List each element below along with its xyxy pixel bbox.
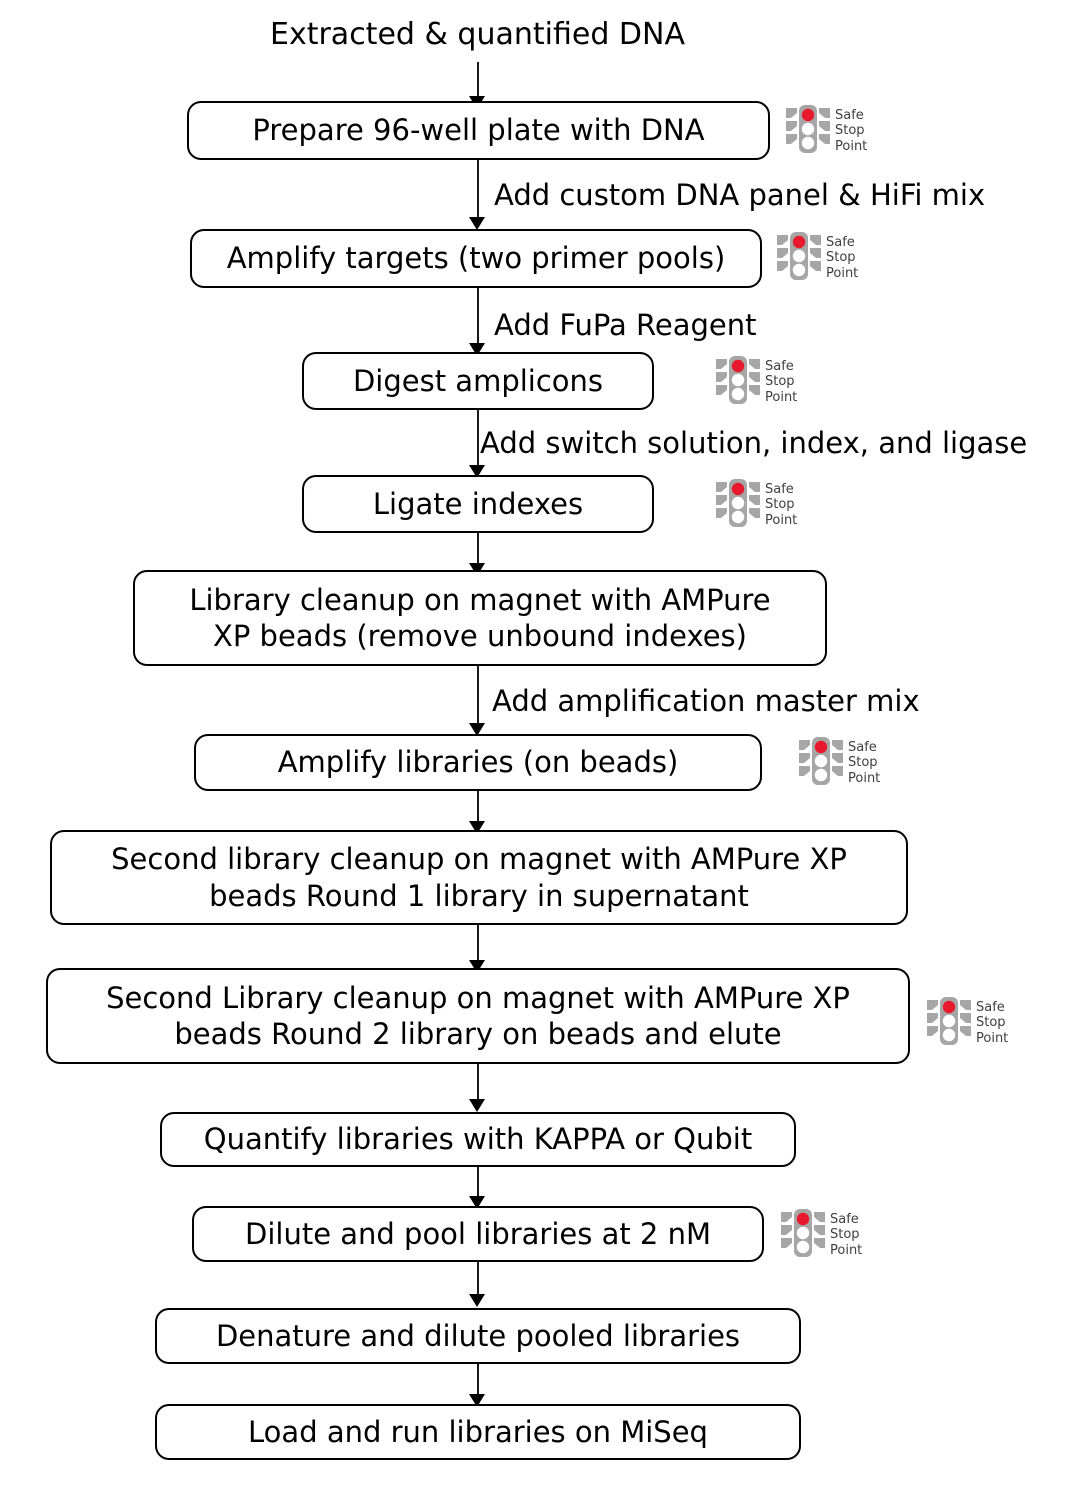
edge-label-add-custom-dna-panel: Add custom DNA panel & HiFi mix [494, 178, 986, 212]
node-label: Library cleanup on magnet with AMPure XP… [189, 582, 771, 653]
connector-n7-to-n8 [477, 924, 479, 968]
node-label: Prepare 96-well plate with DNA [252, 113, 705, 148]
traffic-light-icon [927, 997, 971, 1045]
connector-n5-to-n6 [477, 665, 479, 727]
node-label: Second Library cleanup on magnet with AM… [106, 980, 850, 1051]
connector-n3-to-n4 [477, 410, 479, 470]
connector-n11-to-n12 [477, 1363, 479, 1401]
edge-label-add-fupa-reagent: Add FuPa Reagent [494, 308, 757, 342]
node-label: Amplify targets (two primer pools) [226, 241, 726, 276]
node-quantify-libraries[interactable]: Quantify libraries with KAPPA or Qubit [160, 1112, 796, 1167]
node-label: Ligate indexes [372, 486, 584, 521]
safe-stop-point-label: Safe Stop Point [848, 740, 881, 786]
safe-stop-point-label: Safe Stop Point [826, 235, 859, 281]
node-amplify-targets[interactable]: Amplify targets (two primer pools) [190, 229, 762, 288]
connector-n2-to-n3 [477, 288, 479, 348]
connector-n1-to-n2 [477, 159, 479, 221]
connector-n9-to-n10 [477, 1166, 479, 1204]
safe-stop-point-label: Safe Stop Point [835, 108, 868, 154]
traffic-light-icon [799, 737, 843, 785]
edge-label-add-amplification-master-mix: Add amplification master mix [492, 684, 920, 718]
node-denature-and-dilute[interactable]: Denature and dilute pooled libraries [155, 1308, 801, 1364]
page-title: Extracted & quantified DNA [270, 17, 685, 52]
arrowhead-n8-to-n9 [469, 1099, 485, 1112]
safe-stop-point-badge-6: Safe Stop Point [925, 996, 1008, 1050]
node-amplify-libraries-on-beads[interactable]: Amplify libraries (on beads) [194, 734, 762, 791]
arrowhead-n1-to-n2 [469, 217, 485, 230]
node-label: Denature and dilute pooled libraries [215, 1318, 741, 1353]
node-label: Load and run libraries on MiSeq [248, 1414, 708, 1449]
node-second-library-cleanup-round2[interactable]: Second Library cleanup on magnet with AM… [46, 968, 910, 1064]
node-label: Quantify libraries with KAPPA or Qubit [203, 1122, 753, 1157]
traffic-light-icon [786, 105, 830, 153]
arrowhead-n11-to-n12 [469, 1394, 485, 1407]
connector-n4-to-n5 [477, 533, 479, 571]
connector-title-to-n1 [477, 62, 479, 100]
safe-stop-point-badge-4: Safe Stop Point [714, 478, 797, 532]
traffic-light-icon [716, 479, 760, 527]
node-dilute-and-pool-libraries[interactable]: Dilute and pool libraries at 2 nM [192, 1206, 764, 1262]
node-ligate-indexes[interactable]: Ligate indexes [302, 475, 654, 533]
safe-stop-point-label: Safe Stop Point [765, 482, 798, 528]
node-digest-amplicons[interactable]: Digest amplicons [302, 352, 654, 410]
safe-stop-point-badge-3: Safe Stop Point [714, 355, 797, 409]
node-load-and-run-miseq[interactable]: Load and run libraries on MiSeq [155, 1404, 801, 1460]
node-second-library-cleanup-round1[interactable]: Second library cleanup on magnet with AM… [50, 830, 908, 925]
arrowhead-n3-to-n4 [469, 465, 485, 478]
edge-label-add-switch-solution: Add switch solution, index, and ligase [480, 426, 1028, 460]
safe-stop-point-label: Safe Stop Point [765, 359, 798, 405]
safe-stop-point-label: Safe Stop Point [830, 1212, 863, 1258]
node-label: Amplify libraries (on beads) [277, 745, 679, 780]
safe-stop-point-badge-1: Safe Stop Point [784, 104, 867, 158]
connector-n8-to-n9 [477, 1063, 479, 1107]
safe-stop-point-badge-5: Safe Stop Point [797, 736, 880, 790]
arrowhead-n9-to-n10 [469, 1196, 485, 1209]
arrowhead-n5-to-n6 [469, 723, 485, 736]
traffic-light-icon [716, 356, 760, 404]
node-label: Dilute and pool libraries at 2 nM [245, 1216, 711, 1251]
safe-stop-point-badge-7: Safe Stop Point [779, 1208, 862, 1262]
node-label: Second library cleanup on magnet with AM… [111, 842, 847, 913]
traffic-light-icon [777, 232, 821, 280]
arrowhead-n10-to-n11 [469, 1294, 485, 1307]
node-prepare-96-well-plate[interactable]: Prepare 96-well plate with DNA [187, 101, 770, 160]
traffic-light-icon [781, 1209, 825, 1257]
connector-n10-to-n11 [477, 1261, 479, 1300]
safe-stop-point-badge-2: Safe Stop Point [775, 231, 858, 285]
node-library-cleanup-ampure[interactable]: Library cleanup on magnet with AMPure XP… [133, 570, 827, 666]
safe-stop-point-label: Safe Stop Point [976, 1000, 1009, 1046]
node-label: Digest amplicons [352, 363, 604, 398]
connector-n6-to-n7 [477, 791, 479, 829]
